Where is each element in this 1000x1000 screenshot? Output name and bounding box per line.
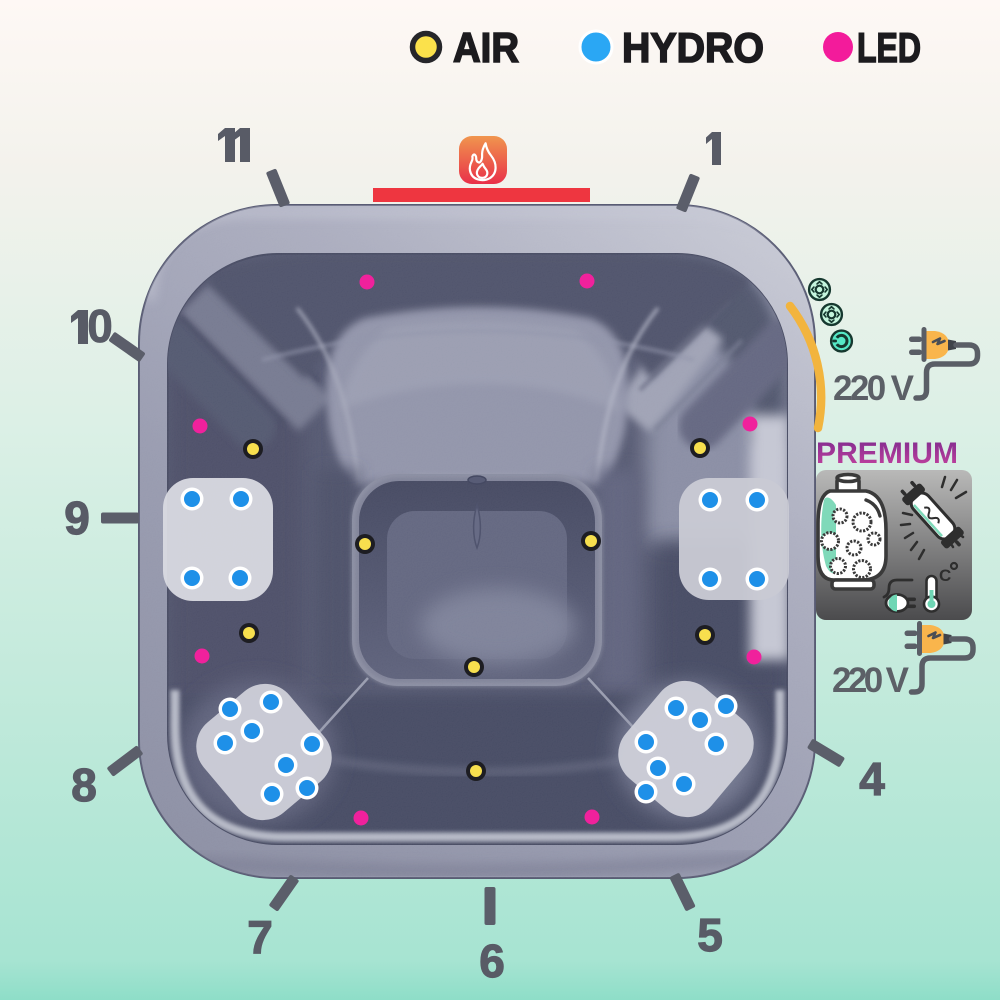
svg-text:C: C — [939, 566, 951, 585]
svg-text:LED: LED — [857, 24, 921, 71]
svg-text:HYDRO: HYDRO — [622, 24, 764, 71]
svg-text:7: 7 — [247, 911, 273, 963]
svg-text:5: 5 — [697, 909, 723, 961]
svg-text:6: 6 — [479, 935, 505, 987]
svg-text:8: 8 — [71, 759, 97, 811]
svg-text:0: 0 — [87, 300, 113, 352]
svg-text:AIR: AIR — [453, 24, 519, 71]
svg-text:PREMIUM: PREMIUM — [816, 437, 958, 470]
svg-text:9: 9 — [64, 492, 90, 544]
svg-text:220 V: 220 V — [833, 369, 915, 408]
svg-text:4: 4 — [859, 753, 885, 805]
svg-text:220 V: 220 V — [832, 661, 910, 700]
